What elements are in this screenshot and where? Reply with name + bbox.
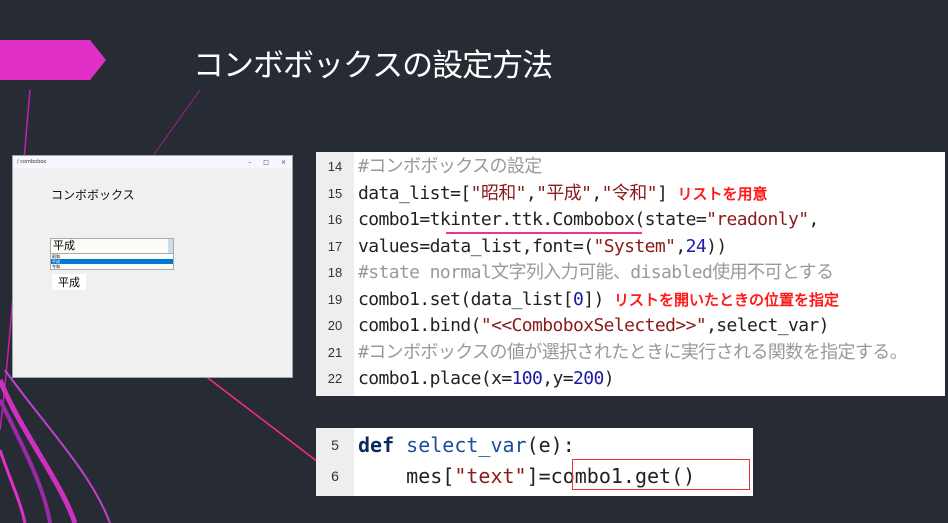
code-token: ]) (583, 288, 614, 310)
code-token: def (358, 433, 395, 457)
code-line: combo1.bind("<<ComboboxSelected>>",selec… (358, 313, 907, 340)
code-token: ]=combo1.get() (526, 464, 696, 488)
code-token (394, 433, 406, 457)
close-icon[interactable]: × (280, 158, 286, 166)
code-line: combo1.set(data_list[0]) リストを開いたときの位置を指定 (358, 287, 907, 314)
code-token: data_list=[ (358, 182, 471, 204)
window-title: combobox (20, 159, 47, 165)
code-token: 0 (572, 288, 584, 310)
dropdown-scroll-icon[interactable] (168, 239, 173, 253)
code-token: ) (603, 368, 615, 389)
line-number: 19 (327, 291, 343, 307)
line-number: 22 (327, 371, 343, 386)
code-token: , (591, 182, 602, 204)
underline-highlight (446, 232, 642, 234)
code-line: data_list=["昭和","平成","令和"] リストを用意 (358, 181, 907, 208)
line-number: 15 (327, 185, 343, 201)
code-block-main: 14 15 16 17 18 19 20 21 22 #コンボボックスの設定 data_list=… (316, 152, 945, 396)
minimize-icon[interactable]: – (248, 158, 252, 166)
code-line: #コンボボックスの設定 (358, 154, 907, 181)
code-token: combo1.bind( (358, 315, 481, 336)
code-token: )) (706, 235, 727, 257)
code-token: "text" (454, 464, 527, 488)
code-line: mes["text"]=combo1.get() (358, 461, 695, 492)
code-token: "令和" (601, 182, 658, 204)
code-line: values=data_list,font=("System",24)) (358, 234, 907, 261)
code-token: #コンボボックスの値が選択されたときに実行される関数を指定する。 (358, 341, 908, 363)
slide-title: コンボボックスの設定方法 (193, 48, 553, 84)
code-token: combo1=tkinter.ttk.Combobox(state= (358, 209, 707, 230)
code-line: combo1=tkinter.ttk.Combobox(state="reado… (358, 207, 907, 234)
line-number: 6 (331, 468, 339, 484)
line-number: 17 (327, 238, 343, 254)
code-token: "平成" (536, 182, 592, 204)
code-token: 24 (685, 235, 707, 257)
code-token: , (525, 182, 537, 204)
code-token: mes[ (358, 464, 455, 488)
code-token: ,y= (542, 368, 573, 389)
code-line: def select_var(e): (358, 430, 695, 461)
line-number-gutter: 14 15 16 17 18 19 20 21 22 (316, 152, 354, 396)
code-token: 200 (573, 368, 604, 389)
result-label: 平成 (52, 274, 86, 290)
code-token: "昭和" (470, 182, 527, 204)
window-titlebar: / combobox – □ × (13, 156, 292, 168)
line-number: 16 (327, 212, 343, 227)
line-number: 5 (331, 437, 339, 453)
code-token: "System" (593, 235, 676, 257)
option-item-selected[interactable]: 平成 (51, 259, 173, 264)
code-token: (e): (526, 433, 575, 457)
code-token: ,select_var) (706, 315, 829, 336)
app-window-screenshot: / combobox – □ × コンボボックス 平成 昭和 平成 令和 平成 (12, 155, 293, 378)
code-line: #コンボボックスの値が選択されたときに実行される関数を指定する。 (358, 340, 908, 367)
title-arrow-shape (0, 40, 106, 80)
highlight-box (572, 459, 750, 490)
combobox-dropdown-list: 昭和 平成 令和 (50, 253, 174, 270)
code-token: "<<ComboboxSelected>>" (480, 315, 707, 336)
line-number: 20 (327, 318, 343, 333)
code-token: values=data_list,font=( (358, 235, 594, 257)
code-lines: def select_var(e): mes["text"]=combo1.ge… (354, 428, 695, 496)
line-number: 14 (327, 159, 343, 174)
code-token: #state normal文字列入力可能、disabled使用不可とする (358, 262, 834, 283)
line-number: 18 (327, 265, 343, 280)
code-token: "readonly" (706, 209, 809, 230)
combobox-value: 平成 (53, 239, 75, 252)
code-token: combo1.set(data_list[ (358, 288, 574, 310)
code-token: , (808, 209, 819, 230)
code-line: combo1.place(x=100,y=200) (358, 366, 907, 393)
code-line: #state normal文字列入力可能、disabled使用不可とする (358, 260, 907, 287)
code-token: combo1.place(x= (358, 368, 512, 389)
maximize-icon[interactable]: □ (263, 158, 269, 166)
feather-icon: / (17, 159, 21, 165)
annotation-note: リストを用意 (677, 184, 768, 203)
code-token: ] (656, 182, 678, 204)
code-token: select_var (406, 433, 527, 457)
code-token: , (675, 235, 686, 257)
option-item[interactable]: 令和 (52, 264, 60, 269)
annotation-note: リストを開いたときの位置を指定 (613, 290, 839, 309)
combobox[interactable]: 平成 (50, 238, 174, 254)
code-token: 100 (511, 368, 543, 389)
code-token: #コンボボックスの設定 (358, 156, 542, 177)
window-label: コンボボックス (51, 188, 135, 202)
option-item[interactable]: 昭和 (52, 254, 60, 259)
line-number: 21 (327, 344, 343, 360)
